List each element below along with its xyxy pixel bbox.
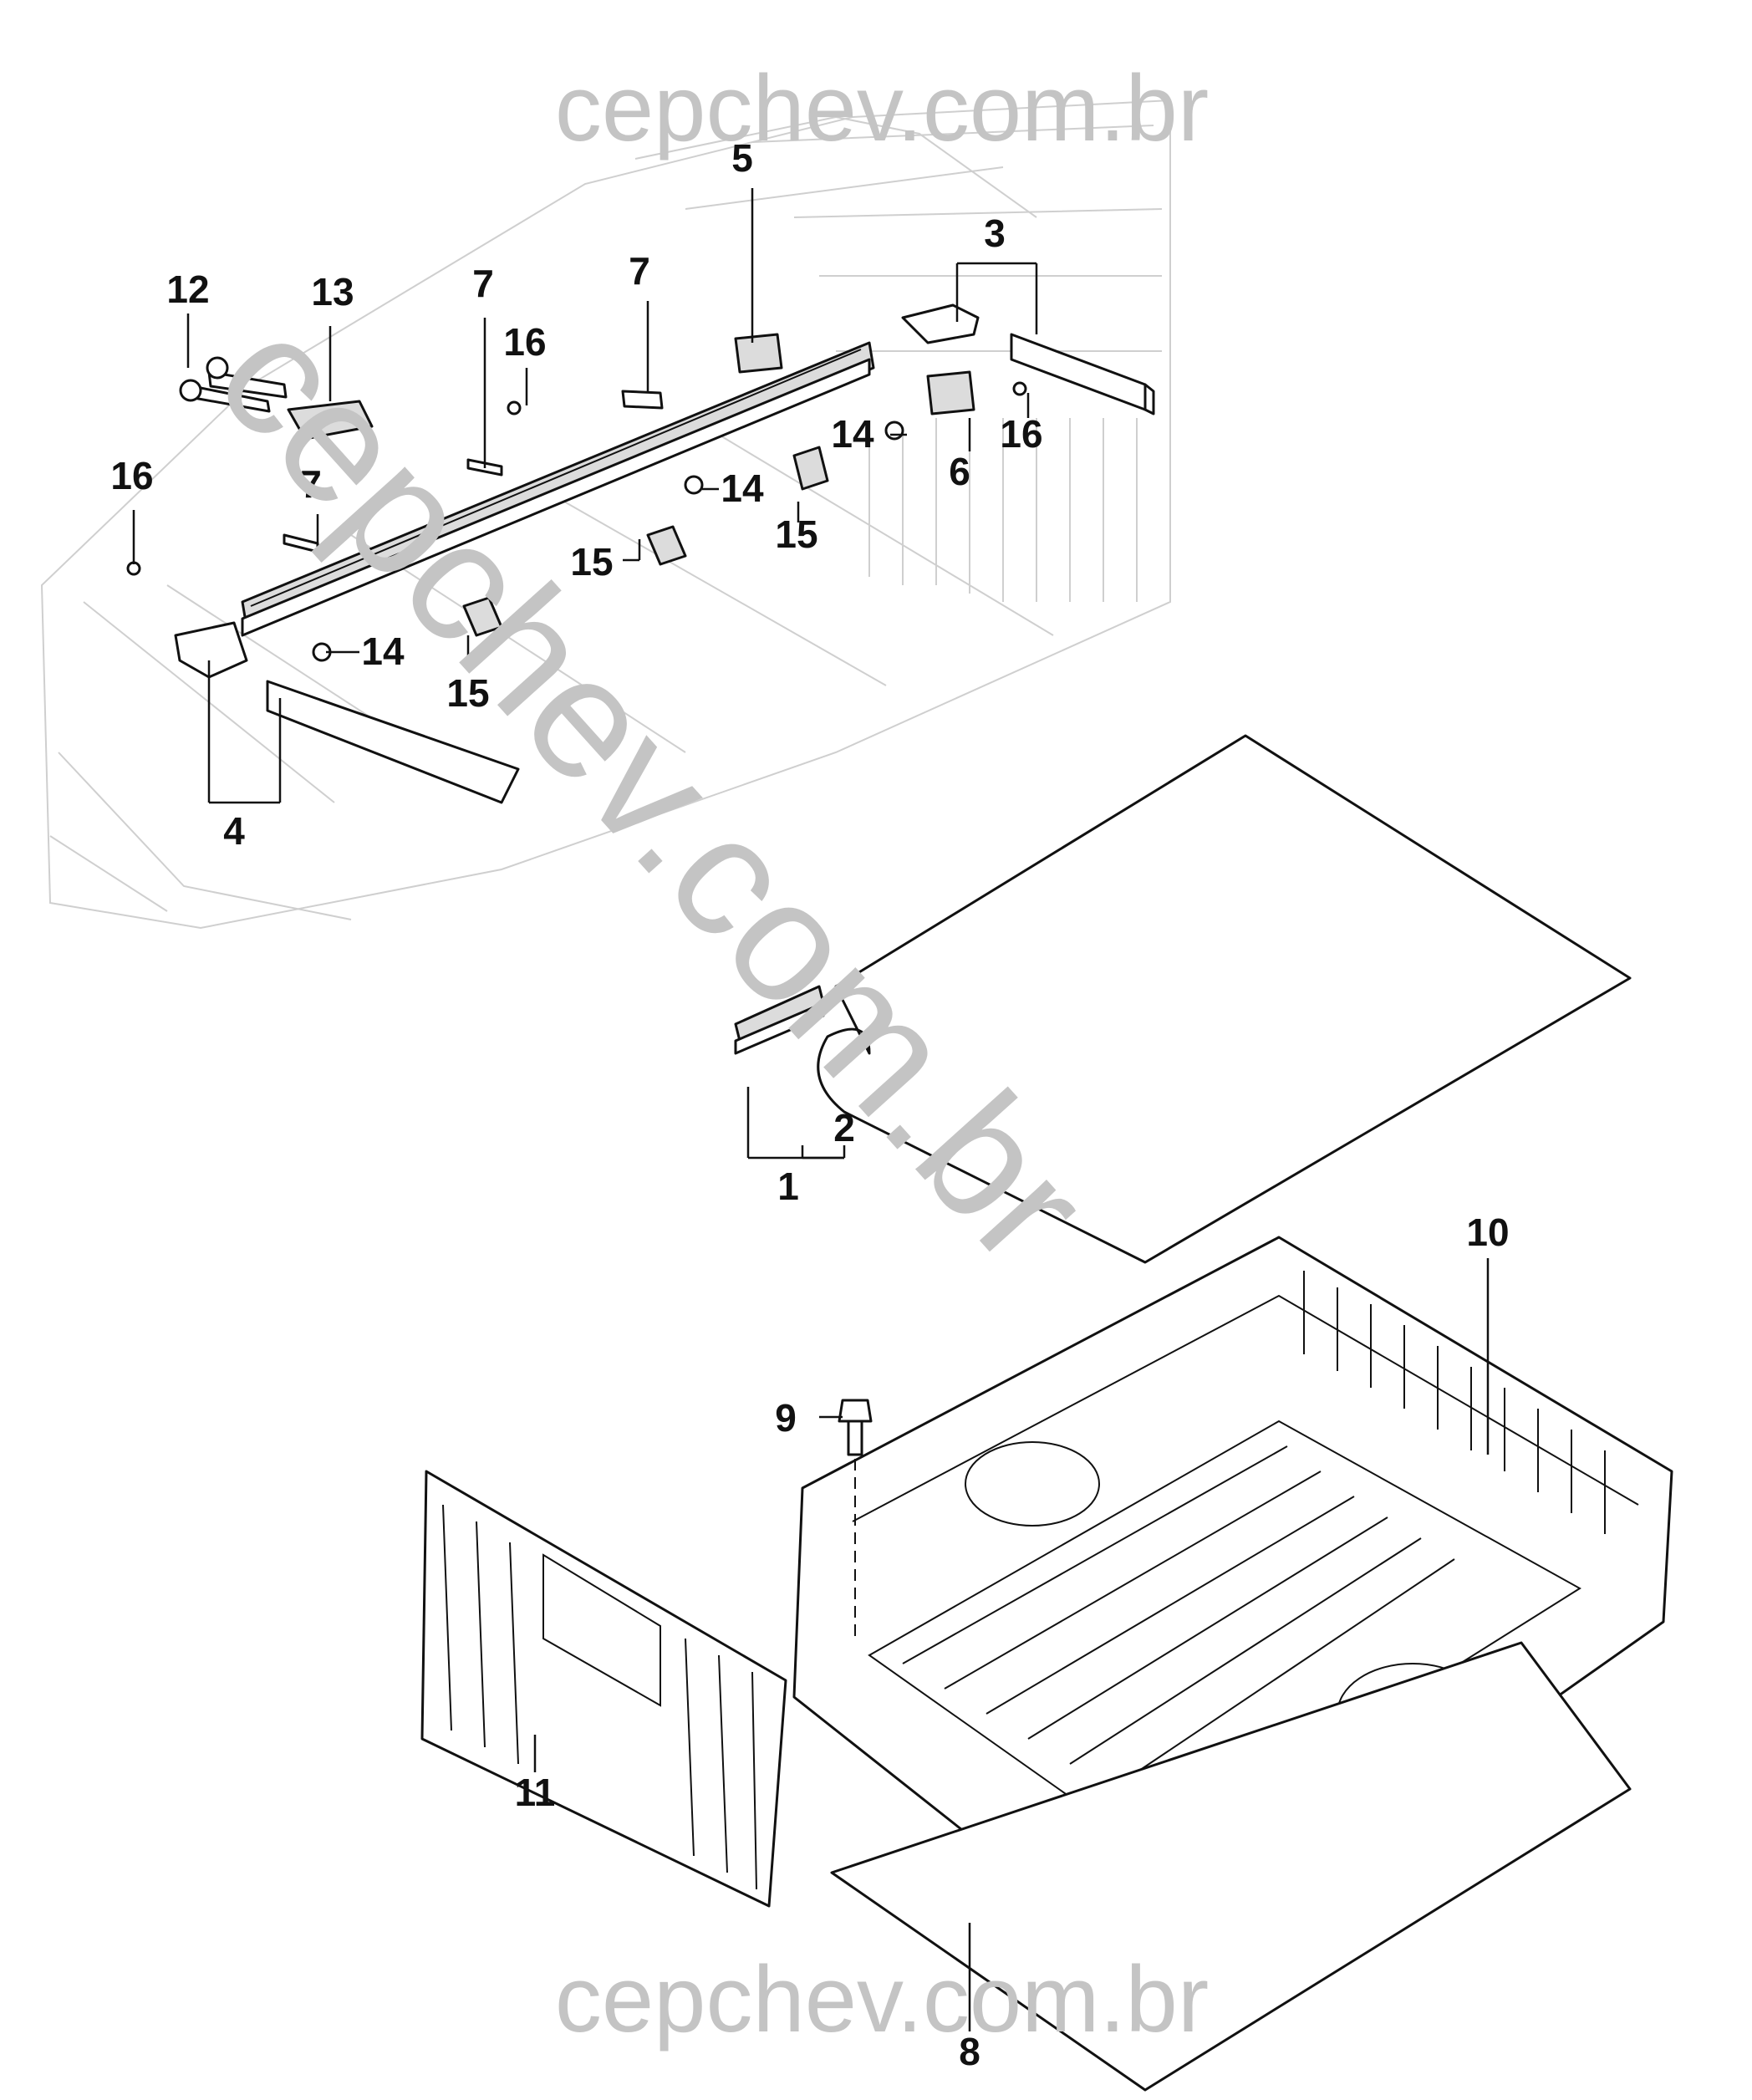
side-rail-long	[241, 341, 875, 637]
tailgate-liner	[420, 1470, 787, 1908]
callout-15-c: 15	[446, 671, 489, 715]
callout-7-c: 7	[300, 462, 322, 506]
rail-front-assembly	[901, 303, 1155, 415]
callout-9: 9	[775, 1396, 797, 1440]
callout-6: 6	[949, 450, 970, 493]
callout-15-a: 15	[570, 540, 613, 584]
hardware-group	[126, 333, 1027, 662]
callout-1: 1	[777, 1165, 799, 1208]
callout-12: 12	[166, 268, 209, 311]
callout-labels: 1 2 3 4 5 6 7 7 7 8 9 10 11 12 13 14 14 …	[110, 136, 1509, 2073]
callout-8: 8	[959, 2030, 980, 2073]
leader-lines	[132, 188, 1490, 2031]
callout-3: 3	[984, 212, 1006, 255]
callout-10: 10	[1466, 1211, 1509, 1254]
watermark-bottom: cepchev.com.br	[555, 1947, 1209, 2052]
bed-mat	[830, 1641, 1632, 2092]
callout-5: 5	[731, 136, 753, 180]
watermark-top: cepchev.com.br	[555, 56, 1209, 161]
bed-liner	[792, 1236, 1673, 1983]
callout-16-a: 16	[503, 320, 546, 364]
tonneau-cover	[734, 734, 1632, 1264]
callout-11: 11	[515, 1771, 556, 1814]
callout-13: 13	[311, 270, 354, 313]
callout-14-c: 14	[361, 629, 405, 673]
callout-7-a: 7	[472, 262, 494, 305]
bolt-9	[838, 1399, 873, 1639]
callout-7-b: 7	[629, 249, 650, 293]
callout-15-b: 15	[775, 512, 817, 556]
callout-14-b: 14	[721, 466, 764, 510]
rail-rear-assembly	[174, 621, 520, 804]
callout-14-a: 14	[831, 412, 874, 456]
callout-4: 4	[223, 809, 245, 853]
callout-2: 2	[833, 1106, 855, 1149]
callout-16-c: 16	[1000, 412, 1042, 456]
callout-16-b: 16	[110, 454, 153, 497]
